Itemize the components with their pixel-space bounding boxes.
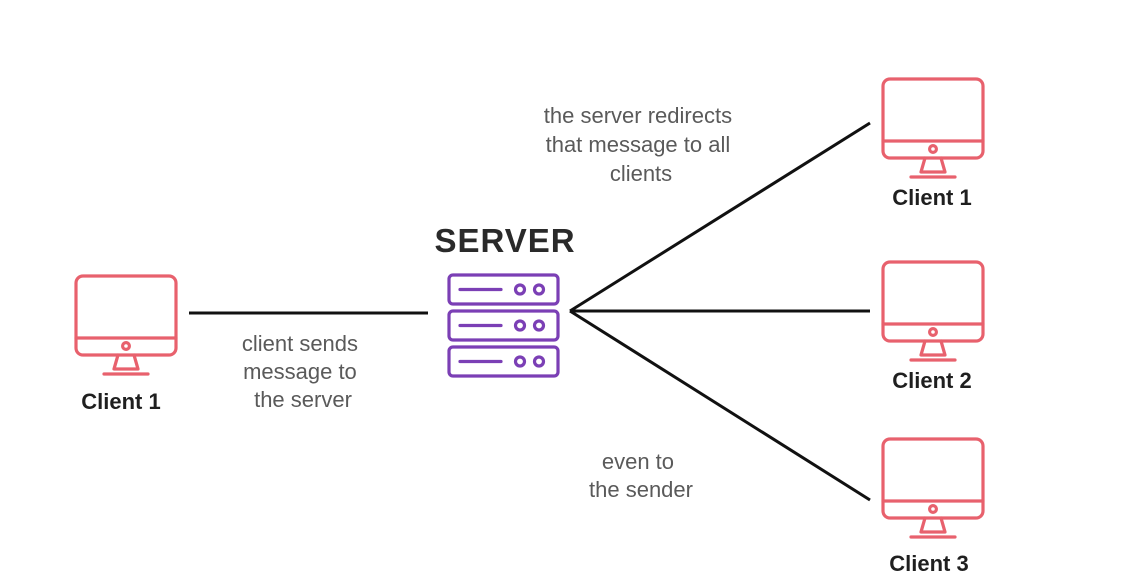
- note-line: clients: [610, 161, 672, 186]
- note-client-sends: client sends message to the server: [242, 331, 364, 412]
- note-line: even to: [602, 449, 674, 474]
- note-even-to-sender: even to the sender: [589, 449, 693, 502]
- receiver-client-label: Client 2: [892, 368, 971, 393]
- note-line: the server redirects: [544, 103, 732, 128]
- monitor-icon: [74, 274, 178, 376]
- server-unit: [447, 345, 560, 378]
- monitor-icon: [881, 437, 985, 539]
- edge-server-to-client-3: [569, 309, 871, 502]
- server-rack-icon: [447, 273, 560, 378]
- note-line: message to: [243, 359, 357, 384]
- connectors: [189, 121, 871, 502]
- receiver-client-label: Client 1: [892, 185, 971, 210]
- server-unit: [447, 273, 560, 306]
- note-line: the server: [254, 387, 352, 412]
- receiver-client-label: Client 3: [889, 551, 968, 575]
- note-line: client sends: [242, 331, 358, 356]
- note-line: that message to all: [546, 132, 731, 157]
- server-title: SERVER: [434, 222, 575, 259]
- sender-client-label: Client 1: [81, 389, 160, 414]
- receiver-client-2: Client 2: [881, 260, 985, 393]
- monitor-icon: [881, 77, 985, 179]
- receiver-client-1: Client 1: [881, 77, 985, 210]
- receiver-client-3: Client 3: [881, 437, 985, 575]
- sender-client: Client 1: [74, 274, 178, 414]
- note-line: the sender: [589, 477, 693, 502]
- monitor-icon: [881, 260, 985, 362]
- note-server-redirects: the server redirects that message to all…: [544, 103, 738, 186]
- server-node: SERVER: [434, 222, 575, 378]
- server-unit: [447, 309, 560, 342]
- edge-server-to-client-1: [569, 121, 871, 313]
